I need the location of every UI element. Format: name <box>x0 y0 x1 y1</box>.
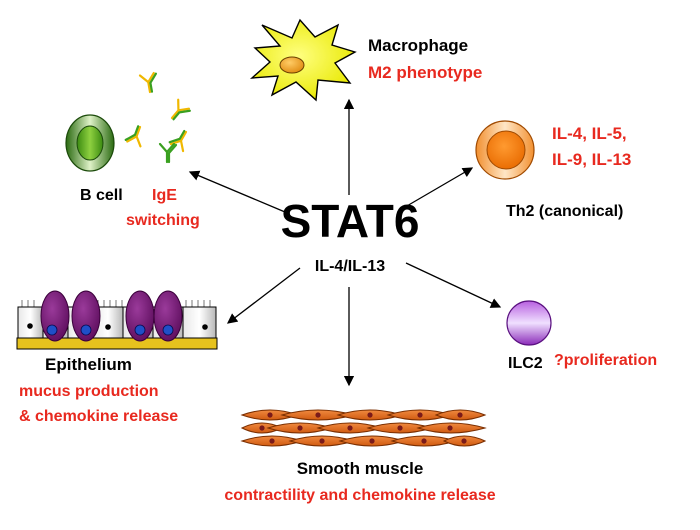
epithelium-effect-line2: & chemokine release <box>19 408 179 425</box>
muscle-nuclei <box>259 412 467 444</box>
bcell-effect-line2: switching <box>126 212 200 229</box>
antibody-icons <box>124 71 191 164</box>
th2-cell-icon <box>475 120 535 180</box>
arrow-to-ilc2 <box>405 262 502 308</box>
ilc2-effect: ?proliferation <box>554 352 658 369</box>
ilc2-label: ILC2 <box>508 355 543 372</box>
center-subtitle: IL-4/IL-13 <box>314 258 386 275</box>
bcell-label: B cell <box>80 187 123 204</box>
basement-membrane <box>16 337 218 350</box>
epithelium-effect-line1: mucus production <box>19 383 159 400</box>
center-title: STAT6 <box>280 195 420 247</box>
arrow-to-epithelium <box>226 267 301 324</box>
macrophage-effect: M2 phenotype <box>368 63 483 82</box>
cilia <box>21 300 211 307</box>
macrophage-nucleus-icon <box>279 56 305 74</box>
goblet-nuclei <box>46 324 174 336</box>
smooth-muscle-effect: contractility and chemokine release <box>224 487 496 504</box>
smooth-muscle-label: Smooth muscle <box>296 459 424 478</box>
bcell-effect-line1: IgE <box>152 187 177 204</box>
epithelium-label: Epithelium <box>45 355 132 374</box>
th2-effect-line2: IL-9, IL-13 <box>552 150 632 169</box>
th2-label: Th2 (canonical) <box>506 203 624 220</box>
th2-effect-line1: IL-4, IL-5, <box>552 124 627 143</box>
bcell-icon <box>65 114 115 172</box>
epithelium-icon <box>16 290 218 350</box>
macrophage-cell-icon <box>249 18 357 102</box>
macrophage-label: Macrophage <box>368 36 469 55</box>
arrow-to-th2 <box>399 167 474 211</box>
arrow-to-bcell <box>188 170 286 213</box>
ilc2-cell-icon <box>506 300 552 346</box>
arrows <box>188 98 502 387</box>
